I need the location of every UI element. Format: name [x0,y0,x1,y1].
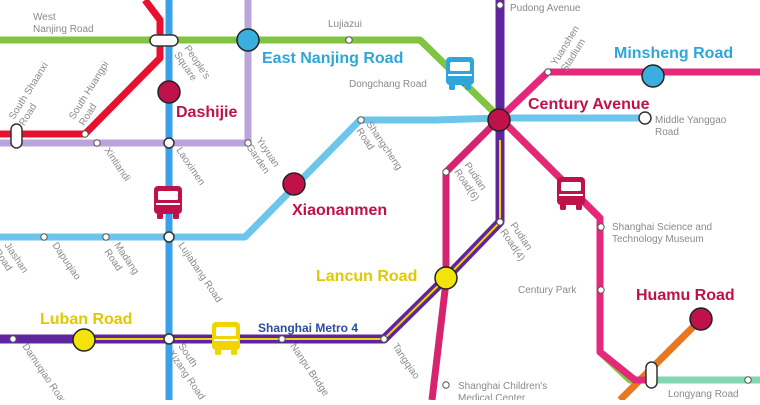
label-south-huangpi-road: South HuangpiRoad [67,60,122,128]
interchange-markers [10,34,658,389]
major-stations [72,28,713,352]
station-dot[interactable] [442,168,450,176]
station-dot[interactable] [744,376,752,384]
label-south-xizang-road: SouthXizang Road [166,342,217,400]
station-dot[interactable] [544,68,552,76]
label-jiashan-road: JiashanRoad [0,241,30,282]
major-station-dashijie[interactable] [157,80,181,104]
major-station-century-avenue[interactable] [487,108,511,132]
label-longyang-road: Longyang Road [668,389,739,400]
interchange-marker-icon[interactable] [163,231,175,243]
line-1-route [0,0,164,138]
interchange-marker-icon[interactable] [638,111,652,125]
station-dot[interactable] [93,139,101,147]
label-dashijie: Dashijie [176,104,237,121]
label-pudong-avenue: Pudong Avenue [510,3,581,14]
interchange-marker-icon[interactable] [645,361,658,389]
label-xintiandi: Xintiandi [102,146,133,184]
interchange-marker-icon[interactable] [149,34,179,47]
station-dot[interactable] [278,335,286,343]
bus-icon[interactable] [446,57,474,90]
station-dot[interactable] [496,1,504,9]
interchange-marker-icon[interactable] [10,123,23,149]
major-station-minsheng-road[interactable] [641,64,665,88]
label-peoples-square: People'sSquare [172,44,212,88]
major-station-lancun-road[interactable] [434,266,458,290]
label-luban-road: Luban Road [40,311,132,328]
label-lujiabang-road: Lujiabang Road [176,241,224,305]
label-tangqiao: Tangqiao [390,342,422,382]
label-damuqiao-road: Damuqiao Road [20,342,70,400]
label-shanghai-metro-4: Shanghai Metro 4 [258,321,358,335]
station-dot[interactable] [244,139,252,147]
bus-icon[interactable] [212,322,240,355]
station-dot[interactable] [380,335,388,343]
major-station-huamu-road[interactable] [689,307,713,331]
label-madang-road: MadangRoad [102,241,141,284]
station-dot[interactable] [597,223,605,231]
label-lujiazui: Lujiazui [328,19,362,30]
label-dongchang-road: Dongchang Road [349,79,427,90]
line-7-route [617,317,703,403]
label-yuanshen-stadium: YuanshenStadium [549,24,592,74]
label-xiaonanmen: Xiaonanmen [292,202,387,219]
interchange-marker-icon[interactable] [163,333,175,345]
station-dot[interactable] [496,218,504,226]
station-dot[interactable] [40,233,48,241]
station-dot[interactable] [102,233,110,241]
line-9-route [0,114,645,241]
label-east-nanjing-road: East Nanjing Road [262,50,403,67]
station-dot[interactable] [9,335,17,343]
label-south-shaanxi-road: South ShaanxiRoad [7,61,61,128]
station-dot[interactable] [442,381,450,389]
label-century-park: Century Park [518,285,577,296]
label-minsheng-road: Minsheng Road [614,45,733,62]
major-station-east-nanjing-road[interactable] [236,28,260,52]
station-dot[interactable] [81,130,89,138]
interchange-marker-icon[interactable] [163,137,175,149]
station-dot[interactable] [357,116,365,124]
major-station-xiaonanmen[interactable] [282,172,306,196]
label-century-avenue: Century Avenue [528,96,650,113]
label-pudian-road-6: PudianRoad(6) [452,161,491,204]
label-laoximen: Laoximen [174,146,207,188]
major-station-luban-road[interactable] [72,328,96,352]
label-dapuqiao: Dapuqiao [50,241,83,283]
bus-icon[interactable] [154,186,182,219]
bus-icon[interactable] [557,177,585,210]
station-dot[interactable] [597,286,605,294]
label-lancun-road: Lancun Road [316,268,417,285]
label-huamu-road: Huamu Road [636,287,735,304]
label-pudian-road-4: PudianRoad(4) [498,221,537,264]
station-dot[interactable] [345,36,353,44]
label-nanpu-bridge: Nanpu Bridge [288,342,332,399]
label-shangcheng-road: ShangchengRoad [354,120,404,179]
